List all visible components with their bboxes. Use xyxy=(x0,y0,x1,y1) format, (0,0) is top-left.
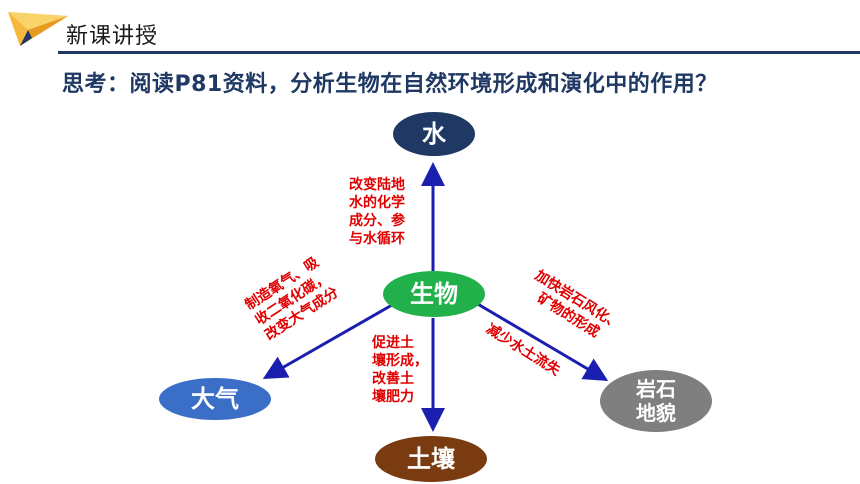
label-line: 改善土 xyxy=(372,371,414,387)
node-soil: 土壤 xyxy=(375,436,487,482)
label-line: 壤肥力 xyxy=(372,389,414,405)
section-title: 新课讲授 xyxy=(66,24,159,49)
label-line: 水的化学 xyxy=(349,195,405,211)
label-line: 改变陆地 xyxy=(349,177,405,193)
label-water-effect: 改变陆地 水的化学 成分、参 与水循环 xyxy=(349,176,405,248)
node-atmosphere: 大气 xyxy=(159,378,271,420)
label-line: 与水循环 xyxy=(349,231,405,247)
arrow-to-air xyxy=(262,303,393,379)
header-divider xyxy=(58,51,860,54)
label-line: 壤形成， xyxy=(372,353,428,369)
node-biology: 生物 xyxy=(383,271,485,317)
paper-plane-icon xyxy=(8,12,68,46)
node-rock-label-line1: 岩石 xyxy=(636,377,676,401)
node-biology-label: 生物 xyxy=(410,279,458,308)
node-soil-label: 土壤 xyxy=(407,444,455,473)
node-water-label: 水 xyxy=(422,119,446,148)
label-line: 促进土 xyxy=(372,335,414,351)
node-rock-label-line2: 地貌 xyxy=(636,401,676,425)
node-water: 水 xyxy=(393,112,475,156)
label-soil-effect: 促进土 壤形成， 改善土 壤肥力 xyxy=(372,334,428,406)
label-line: 成分、参 xyxy=(349,213,405,229)
arrow-to-rock xyxy=(475,301,609,382)
question-text: 思考：阅读P81资料，分析生物在自然环境形成和演化中的作用？ xyxy=(62,72,718,97)
node-atmosphere-label: 大气 xyxy=(191,384,239,413)
node-rock-landform: 岩石 地貌 xyxy=(600,370,712,432)
